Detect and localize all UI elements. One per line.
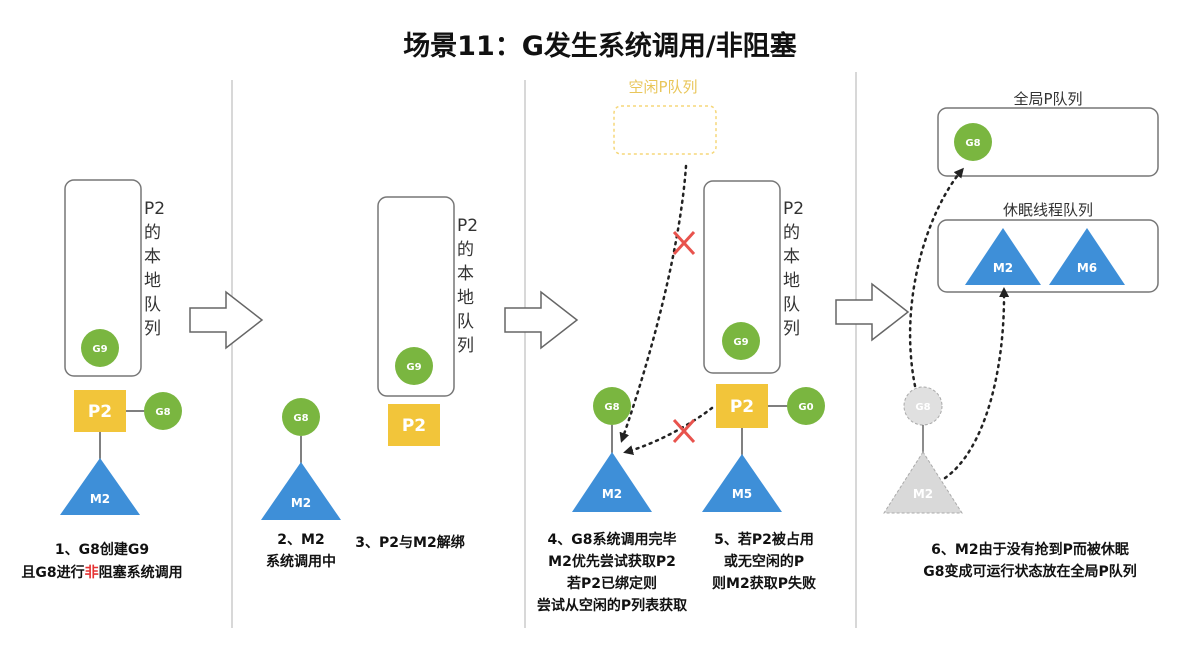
- goroutine-g8: G8: [144, 392, 182, 430]
- g9-label: G9: [92, 344, 107, 355]
- step2-caption-line2: 系统调用中: [266, 553, 336, 570]
- machine-m6: M6: [1049, 228, 1125, 285]
- local-queue-label-char: 列: [144, 319, 161, 339]
- local-queue-label-char: P2: [144, 199, 165, 219]
- step1-caption-part: 且G8进行: [21, 564, 84, 581]
- panel-3: 空闲P队列 G8 M2 P2 的 本 地 队 列: [537, 78, 825, 614]
- g9-label: G9: [406, 362, 421, 373]
- local-queue-label-char: 地: [457, 288, 474, 308]
- step1-caption-part: 阻塞系统调用: [99, 564, 183, 581]
- p2-local-queue-box: [64, 179, 142, 377]
- local-queue-label-char: 的: [783, 223, 800, 243]
- inactive-goroutine-g8: G8: [903, 386, 943, 426]
- local-queue-label-char: 队: [783, 295, 800, 315]
- idle-p-queue-label: 空闲P队列: [628, 78, 697, 96]
- local-queue-label-char: 本: [144, 247, 161, 267]
- idle-p-queue-box: [613, 105, 717, 155]
- g9-label: G9: [733, 337, 748, 348]
- m2-label: M2: [913, 487, 933, 501]
- step6-caption-line1: 6、M2由于没有抢到P而被休眠: [931, 541, 1129, 558]
- p2-local-queue-box: [377, 196, 455, 397]
- m2-label: M2: [291, 496, 311, 510]
- step3-caption: 3、P2与M2解绑: [355, 534, 464, 551]
- local-queue-label: P2 的 本 地 队 列: [783, 199, 804, 339]
- machine-m2: M2: [965, 228, 1041, 285]
- goroutine-g0: G0: [787, 387, 825, 425]
- global-p-queue-box: [937, 107, 1159, 177]
- local-queue-label: P2 的 本 地 队 列: [457, 216, 478, 356]
- step1-caption-line1: 1、G8创建G9: [55, 541, 149, 558]
- local-queue-label-char: 列: [457, 336, 474, 356]
- attempt-p2-arrow: [623, 406, 714, 455]
- move-to-sleep-queue-arrow: [943, 287, 1010, 480]
- local-queue-label-char: 列: [783, 319, 800, 339]
- local-queue-label-char: 队: [457, 312, 474, 332]
- g8-label: G8: [155, 407, 170, 418]
- p2-label: P2: [402, 416, 426, 436]
- step4-caption-line1: 4、G8系统调用完毕: [548, 531, 677, 548]
- panel-4: 全局P队列 G8 休眠线程队列 M2 M6 G8 M2 6、M2由于没有抢到P而…: [883, 90, 1159, 580]
- machine-m2: M2: [572, 452, 652, 512]
- step1-highlight-word: 非: [85, 564, 99, 581]
- inactive-machine-m2: M2: [883, 451, 963, 514]
- step1-caption-line2: 且G8进行非阻塞系统调用: [21, 564, 182, 581]
- g8-label: G8: [604, 402, 619, 413]
- local-queue-label-char: 本: [783, 247, 800, 267]
- step5-caption-line2: 或无空闲的P: [724, 553, 804, 570]
- p2-label: P2: [730, 397, 754, 417]
- page-title: 场景11：G发生系统调用/非阻塞: [403, 30, 797, 62]
- global-p-queue-label: 全局P队列: [1013, 90, 1082, 108]
- fail-cross-icon: [672, 418, 696, 444]
- fail-cross-icon: [672, 230, 696, 256]
- m2-label: M2: [993, 261, 1013, 275]
- step4-caption-line2: M2优先尝试获取P2: [548, 553, 676, 570]
- local-queue-label-char: 本: [457, 264, 474, 284]
- local-queue-label-char: 地: [783, 271, 800, 291]
- transition-arrow-3: [835, 282, 910, 342]
- m6-label: M6: [1077, 261, 1097, 275]
- p2-label: P2: [88, 402, 112, 422]
- g8-label: G8: [293, 413, 308, 424]
- machine-m2: M2: [261, 462, 341, 520]
- local-queue-label-char: 地: [144, 271, 161, 291]
- goroutine-g8: G8: [282, 398, 320, 436]
- g8-label: G8: [965, 138, 980, 149]
- machine-m5: M5: [702, 454, 782, 512]
- step4-caption-line4: 尝试从空闲的P列表获取: [537, 597, 688, 614]
- local-queue-label-char: 队: [144, 295, 161, 315]
- sleep-thread-queue-label: 休眠线程队列: [1003, 201, 1093, 219]
- goroutine-g8: G8: [954, 123, 992, 161]
- attempt-idle-p-arrow: [619, 164, 688, 443]
- processor-p2: P2: [716, 384, 768, 428]
- step6-caption-line2: G8变成可运行状态放在全局P队列: [923, 563, 1137, 580]
- goroutine-g9: G9: [395, 347, 433, 385]
- local-queue-label: P2 的 本 地 队 列: [144, 199, 165, 339]
- step4-caption-line3: 若P2已绑定则: [566, 575, 657, 592]
- goroutine-g8: G8: [593, 387, 631, 425]
- transition-arrow-2: [504, 290, 579, 350]
- g8-label: G8: [915, 402, 930, 413]
- move-to-global-queue-arrow: [908, 167, 964, 388]
- processor-p2: P2: [74, 390, 126, 432]
- step5-caption-line3: 则M2获取P失败: [712, 575, 817, 592]
- local-queue-label-char: P2: [783, 199, 804, 219]
- p2-local-queue-box: [703, 180, 781, 374]
- m2-label: M2: [602, 487, 622, 501]
- local-queue-label-char: P2: [457, 216, 478, 236]
- step2-caption-line1: 2、M2: [277, 532, 324, 548]
- local-queue-label-char: 的: [144, 223, 161, 243]
- machine-m2: M2: [60, 458, 140, 515]
- m2-label: M2: [90, 492, 110, 506]
- transition-arrow-1: [189, 290, 264, 350]
- goroutine-g9: G9: [722, 322, 760, 360]
- panel-1: P2 的 本 地 队 列 G9 P2 G8 M2 1、G8创建G9 且G8进行非…: [21, 179, 183, 581]
- panel-2: G8 M2 2、M2 系统调用中 P2 的 本 地 队 列 G9 P2 3、P2…: [261, 196, 478, 570]
- local-queue-label-char: 的: [457, 240, 474, 260]
- processor-p2: P2: [388, 404, 440, 446]
- step5-caption-line1: 5、若P2被占用: [714, 531, 814, 548]
- m5-label: M5: [732, 487, 752, 501]
- g0-label: G0: [798, 402, 813, 413]
- goroutine-g9: G9: [81, 329, 119, 367]
